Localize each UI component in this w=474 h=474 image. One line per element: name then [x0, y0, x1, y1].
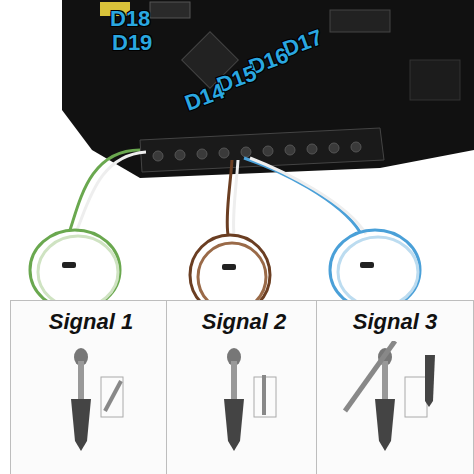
signal-card: Signal 3 [316, 300, 474, 474]
signal-label: Signal 1 [11, 301, 171, 335]
signal-label: Signal 3 [317, 301, 473, 335]
signal-illustration [317, 341, 465, 474]
signal-label: Signal 2 [167, 301, 321, 335]
cable-ties [62, 262, 374, 270]
signal-illustration [167, 341, 313, 474]
component [410, 60, 460, 100]
pin-header [150, 2, 190, 18]
signal-illustration [11, 341, 163, 474]
signal-card: Signal 2 [166, 300, 322, 474]
chip [330, 10, 390, 32]
pin-label: D18 [110, 8, 150, 30]
signal-card: Signal 1 [10, 300, 172, 474]
terminal-screws [153, 142, 361, 161]
pin-label: D19 [112, 32, 152, 54]
